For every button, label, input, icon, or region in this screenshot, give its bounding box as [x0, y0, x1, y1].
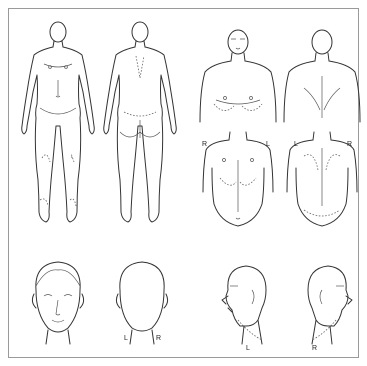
- label-head-back-right: R: [156, 335, 161, 342]
- full-body-back: [104, 22, 177, 222]
- label-chest-front-right: R: [202, 141, 207, 148]
- label-neck-left-side: L: [246, 345, 250, 352]
- torso-front: [203, 132, 273, 226]
- label-head-back-left: L: [124, 335, 128, 342]
- upper-torso-back: [284, 30, 360, 122]
- label-neck-right-side: R: [312, 345, 317, 352]
- head-front: [32, 262, 83, 344]
- upper-torso-front: [200, 30, 276, 122]
- label-chest-front-left: L: [266, 141, 270, 148]
- label-chest-back-left: L: [294, 141, 298, 148]
- label-chest-back-right: R: [347, 141, 352, 148]
- head-back: [116, 262, 167, 344]
- head-left-profile: [222, 266, 266, 344]
- head-right-profile: [308, 266, 352, 344]
- full-body-front: [22, 22, 95, 222]
